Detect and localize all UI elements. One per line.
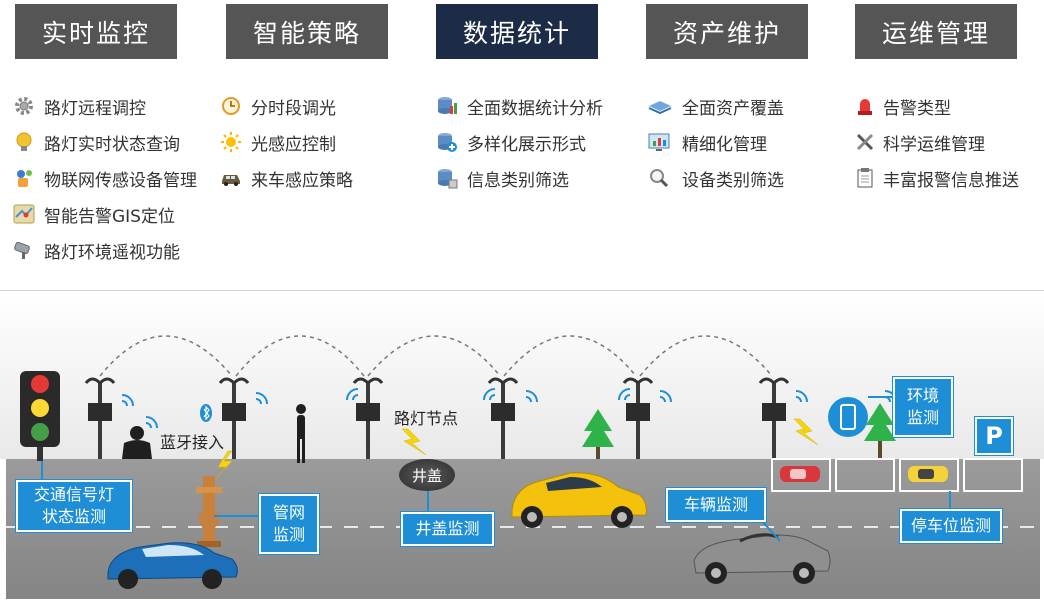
- feature-item: 精细化管理: [647, 124, 784, 160]
- feature-label: 路灯环境遥视功能: [44, 242, 180, 263]
- feature-label: 信息类别筛选: [467, 170, 569, 191]
- feature-item: 物联网传感设备管理: [13, 160, 197, 196]
- feature-label: 科学运维管理: [883, 134, 985, 155]
- feature-label: 告警类型: [883, 98, 951, 119]
- environment-monitor-callout: 环境 监测: [892, 376, 954, 438]
- street-scene-graphic: [0, 291, 1044, 599]
- feature-item: 路灯环境遥视功能: [13, 232, 197, 268]
- feature-item: 路灯远程调控: [13, 88, 197, 124]
- feature-item: 光感应控制: [220, 124, 353, 160]
- lightbulb-icon: [13, 131, 35, 153]
- tab-ops-management[interactable]: 运维管理: [855, 4, 1017, 59]
- feature-item: 丰富报警信息推送: [856, 160, 1019, 196]
- pipe-network-monitor-callout: 管网 监测: [258, 493, 320, 555]
- camera-icon: [13, 239, 35, 261]
- feature-label: 来车感应策略: [251, 170, 353, 191]
- feature-label: 设备类别筛选: [682, 170, 784, 191]
- monitor-chart-icon: [647, 131, 673, 153]
- feature-label: 智能告警GIS定位: [44, 206, 175, 227]
- manhole-monitor-callout: 井盖监测: [400, 511, 495, 547]
- feature-item: 多样化展示形式: [436, 124, 603, 160]
- feature-label: 多样化展示形式: [467, 134, 586, 155]
- feature-label: 全面资产覆盖: [682, 98, 784, 119]
- feature-item: 设备类别筛选: [647, 160, 784, 196]
- feature-column-realtime: 路灯远程调控 路灯实时状态查询 物联网传感设备管理 智能告警GIS定位 路灯环境…: [13, 88, 197, 268]
- feature-item: 科学运维管理: [856, 124, 1019, 160]
- database-display-icon: [436, 131, 458, 153]
- traffic-signal-monitor-callout: 交通信号灯 状态监测: [15, 479, 133, 533]
- gear-icon: [13, 95, 35, 117]
- database-filter-icon: [436, 167, 458, 189]
- feature-item: 来车感应策略: [220, 160, 353, 196]
- feature-label: 路灯实时状态查询: [44, 134, 180, 155]
- feature-item: 智能告警GIS定位: [13, 196, 197, 232]
- feature-item: 告警类型: [856, 88, 1019, 124]
- tab-data-statistics[interactable]: 数据统计: [436, 4, 598, 59]
- feature-label: 光感应控制: [251, 134, 336, 155]
- feature-label: 全面数据统计分析: [467, 98, 603, 119]
- tab-realtime-monitor[interactable]: 实时监控: [15, 4, 177, 59]
- feature-column-strategy: 分时段调光 光感应控制 来车感应策略: [220, 88, 353, 196]
- tab-smart-strategy[interactable]: 智能策略: [226, 4, 388, 59]
- feature-label: 丰富报警信息推送: [883, 170, 1019, 191]
- clock-icon: [220, 95, 242, 117]
- car-icon: [220, 167, 242, 189]
- lamp-node-label: 路灯节点: [394, 409, 459, 428]
- feature-item: 路灯实时状态查询: [13, 124, 197, 160]
- magnifier-icon: [647, 167, 673, 189]
- feature-label: 分时段调光: [251, 98, 336, 119]
- feature-item: 全面数据统计分析: [436, 88, 603, 124]
- feature-column-statistics: 全面数据统计分析 多样化展示形式 信息类别筛选: [436, 88, 603, 196]
- parking-monitor-callout: 停车位监测: [899, 508, 1003, 544]
- section-divider: [0, 290, 1044, 291]
- feature-label: 物联网传感设备管理: [44, 170, 197, 191]
- bluetooth-access-label: 蓝牙接入: [160, 433, 225, 452]
- feature-column-ops: 告警类型 科学运维管理 丰富报警信息推送: [856, 88, 1019, 196]
- parking-sign-icon: P: [974, 416, 1014, 456]
- vehicle-monitor-callout: 车辆监测: [665, 487, 767, 523]
- layers-icon: [647, 95, 673, 117]
- tools-icon: [856, 131, 874, 153]
- alarm-light-icon: [856, 95, 874, 117]
- feature-column-assets: 全面资产覆盖 精细化管理 设备类别筛选: [647, 88, 784, 196]
- database-chart-icon: [436, 95, 458, 117]
- tab-asset-maintenance[interactable]: 资产维护: [646, 4, 808, 59]
- notepad-icon: [856, 167, 874, 189]
- map-icon: [13, 203, 35, 225]
- feature-label: 精细化管理: [682, 134, 767, 155]
- manhole-cover: 井盖: [399, 459, 455, 491]
- sun-icon: [220, 131, 242, 153]
- feature-item: 信息类别筛选: [436, 160, 603, 196]
- smart-street-illustration: 蓝牙接入 路灯节点 井盖 交通信号灯 状态监测 管网 监测 井盖监测 车辆监测 …: [0, 291, 1044, 604]
- feature-item: 分时段调光: [220, 88, 353, 124]
- sensor-device-icon: [13, 167, 35, 189]
- feature-item: 全面资产覆盖: [647, 88, 784, 124]
- feature-label: 路灯远程调控: [44, 98, 146, 119]
